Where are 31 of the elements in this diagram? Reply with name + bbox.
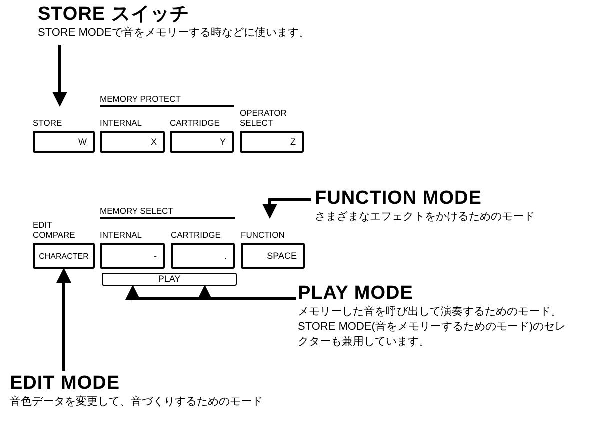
group-heading: MEMORY PROTECT — [100, 94, 234, 107]
description-text: STORE MODEで音をメモリーする時などに使います。 — [38, 26, 311, 41]
key-label: OPERATOR SELECT — [240, 108, 288, 128]
panel-button: SPACE — [241, 243, 305, 269]
play-bar: PLAY — [102, 273, 237, 286]
arrow — [52, 45, 68, 107]
section-heading: EDIT MODE — [10, 373, 120, 395]
key-label: CARTRIDGE — [170, 118, 220, 128]
key-label: INTERNAL — [100, 230, 142, 240]
arrow — [262, 198, 311, 219]
description-text: さまざまなエフェクトをかけるためのモード — [315, 210, 536, 225]
key-label: EDIT COMPARE — [33, 220, 76, 240]
arrow — [198, 285, 296, 300]
group-heading: MEMORY SELECT — [100, 206, 235, 219]
panel-button: X — [100, 131, 165, 153]
panel-button: CHARACTER — [33, 243, 95, 269]
section-heading: FUNCTION MODE — [315, 188, 482, 210]
key-label: STORE — [33, 118, 62, 128]
description-text: メモリーした音を呼び出して演奏するためのモード。STORE MODE(音をメモリーするためのモード)のセレクターも兼用しています。 — [298, 305, 568, 350]
key-label: INTERNAL — [100, 118, 142, 128]
panel-button: W — [33, 131, 95, 153]
section-heading: STORE スイッチ — [38, 4, 190, 26]
arrow — [56, 268, 72, 371]
section-heading: PLAY MODE — [298, 283, 414, 305]
key-label: FUNCTION — [241, 230, 285, 240]
description-text: 音色データを変更して、音づくりするためのモード — [10, 395, 264, 410]
panel-button: Z — [240, 131, 304, 153]
panel-button: - — [100, 243, 165, 269]
key-label: CARTRIDGE — [171, 230, 221, 240]
panel-button: Y — [170, 131, 234, 153]
panel-button: . — [171, 243, 235, 269]
